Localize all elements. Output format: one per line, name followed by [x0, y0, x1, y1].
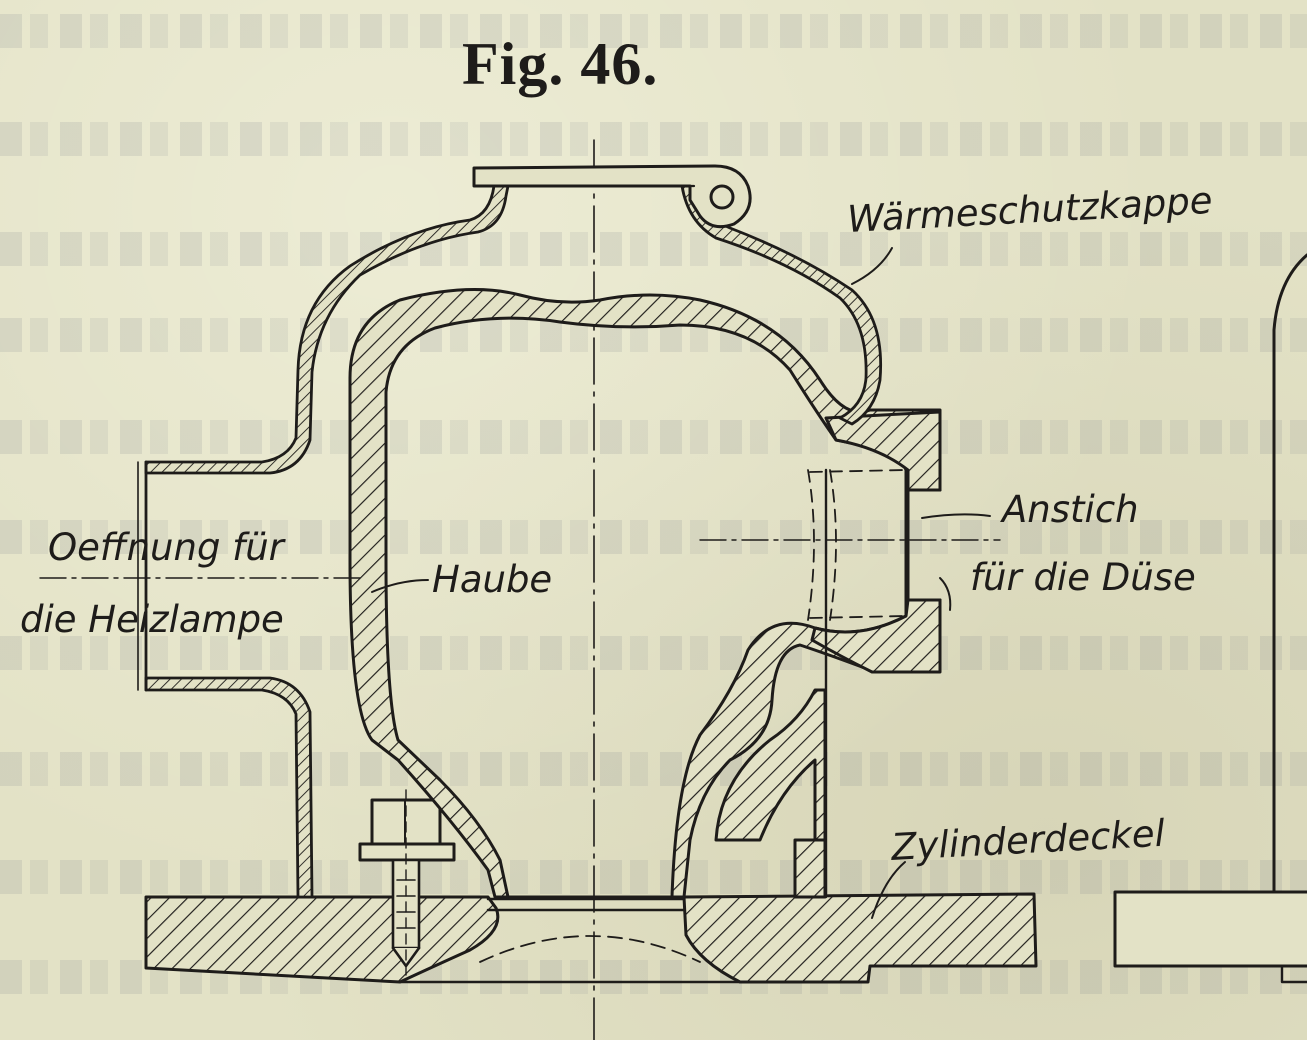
label-anstich: Anstich — [1000, 488, 1139, 531]
cylinder-cover-left — [144, 895, 500, 984]
label-zylinderdeckel: Zylinderdeckel — [889, 812, 1166, 869]
label-oeffnung-line1: Oeffnung für — [48, 526, 287, 569]
leader-fuer-die-duese — [939, 577, 952, 611]
adjacent-cylinder — [1272, 253, 1307, 894]
adjacent-foot — [1280, 964, 1307, 984]
waermeschutzkappe-lower — [144, 676, 314, 899]
haube-hood — [348, 288, 942, 899]
nozzle-recess — [906, 488, 942, 602]
leader-zylinderdeckel — [871, 861, 906, 919]
label-fuer-die-duese: für die Düse — [970, 556, 1196, 599]
leader-waermeschutzkappe — [851, 247, 893, 285]
label-waermeschutzkappe: Wärmeschutzkappe — [846, 179, 1213, 241]
label-oeffnung-line2: die Heizlampe — [20, 598, 284, 641]
adjacent-cover — [1113, 890, 1307, 968]
bolt-washer — [358, 842, 456, 862]
nozzle-boss — [824, 410, 942, 492]
seat-gasket — [486, 897, 686, 912]
right-web-block — [793, 838, 827, 899]
seat-dashed-curve — [479, 935, 701, 963]
cap-lid — [472, 164, 752, 229]
anstich-bore — [807, 469, 907, 621]
leader-haube — [371, 579, 429, 593]
cylinder-cover-right — [682, 892, 1038, 984]
nozzle-boss-lower — [810, 598, 942, 674]
right-lower-web — [714, 688, 827, 842]
label-haube: Haube — [432, 558, 552, 601]
leader-anstich — [921, 513, 991, 519]
figure-title: Fig. 46. — [462, 31, 659, 97]
lid-hinge-pin — [709, 184, 735, 210]
